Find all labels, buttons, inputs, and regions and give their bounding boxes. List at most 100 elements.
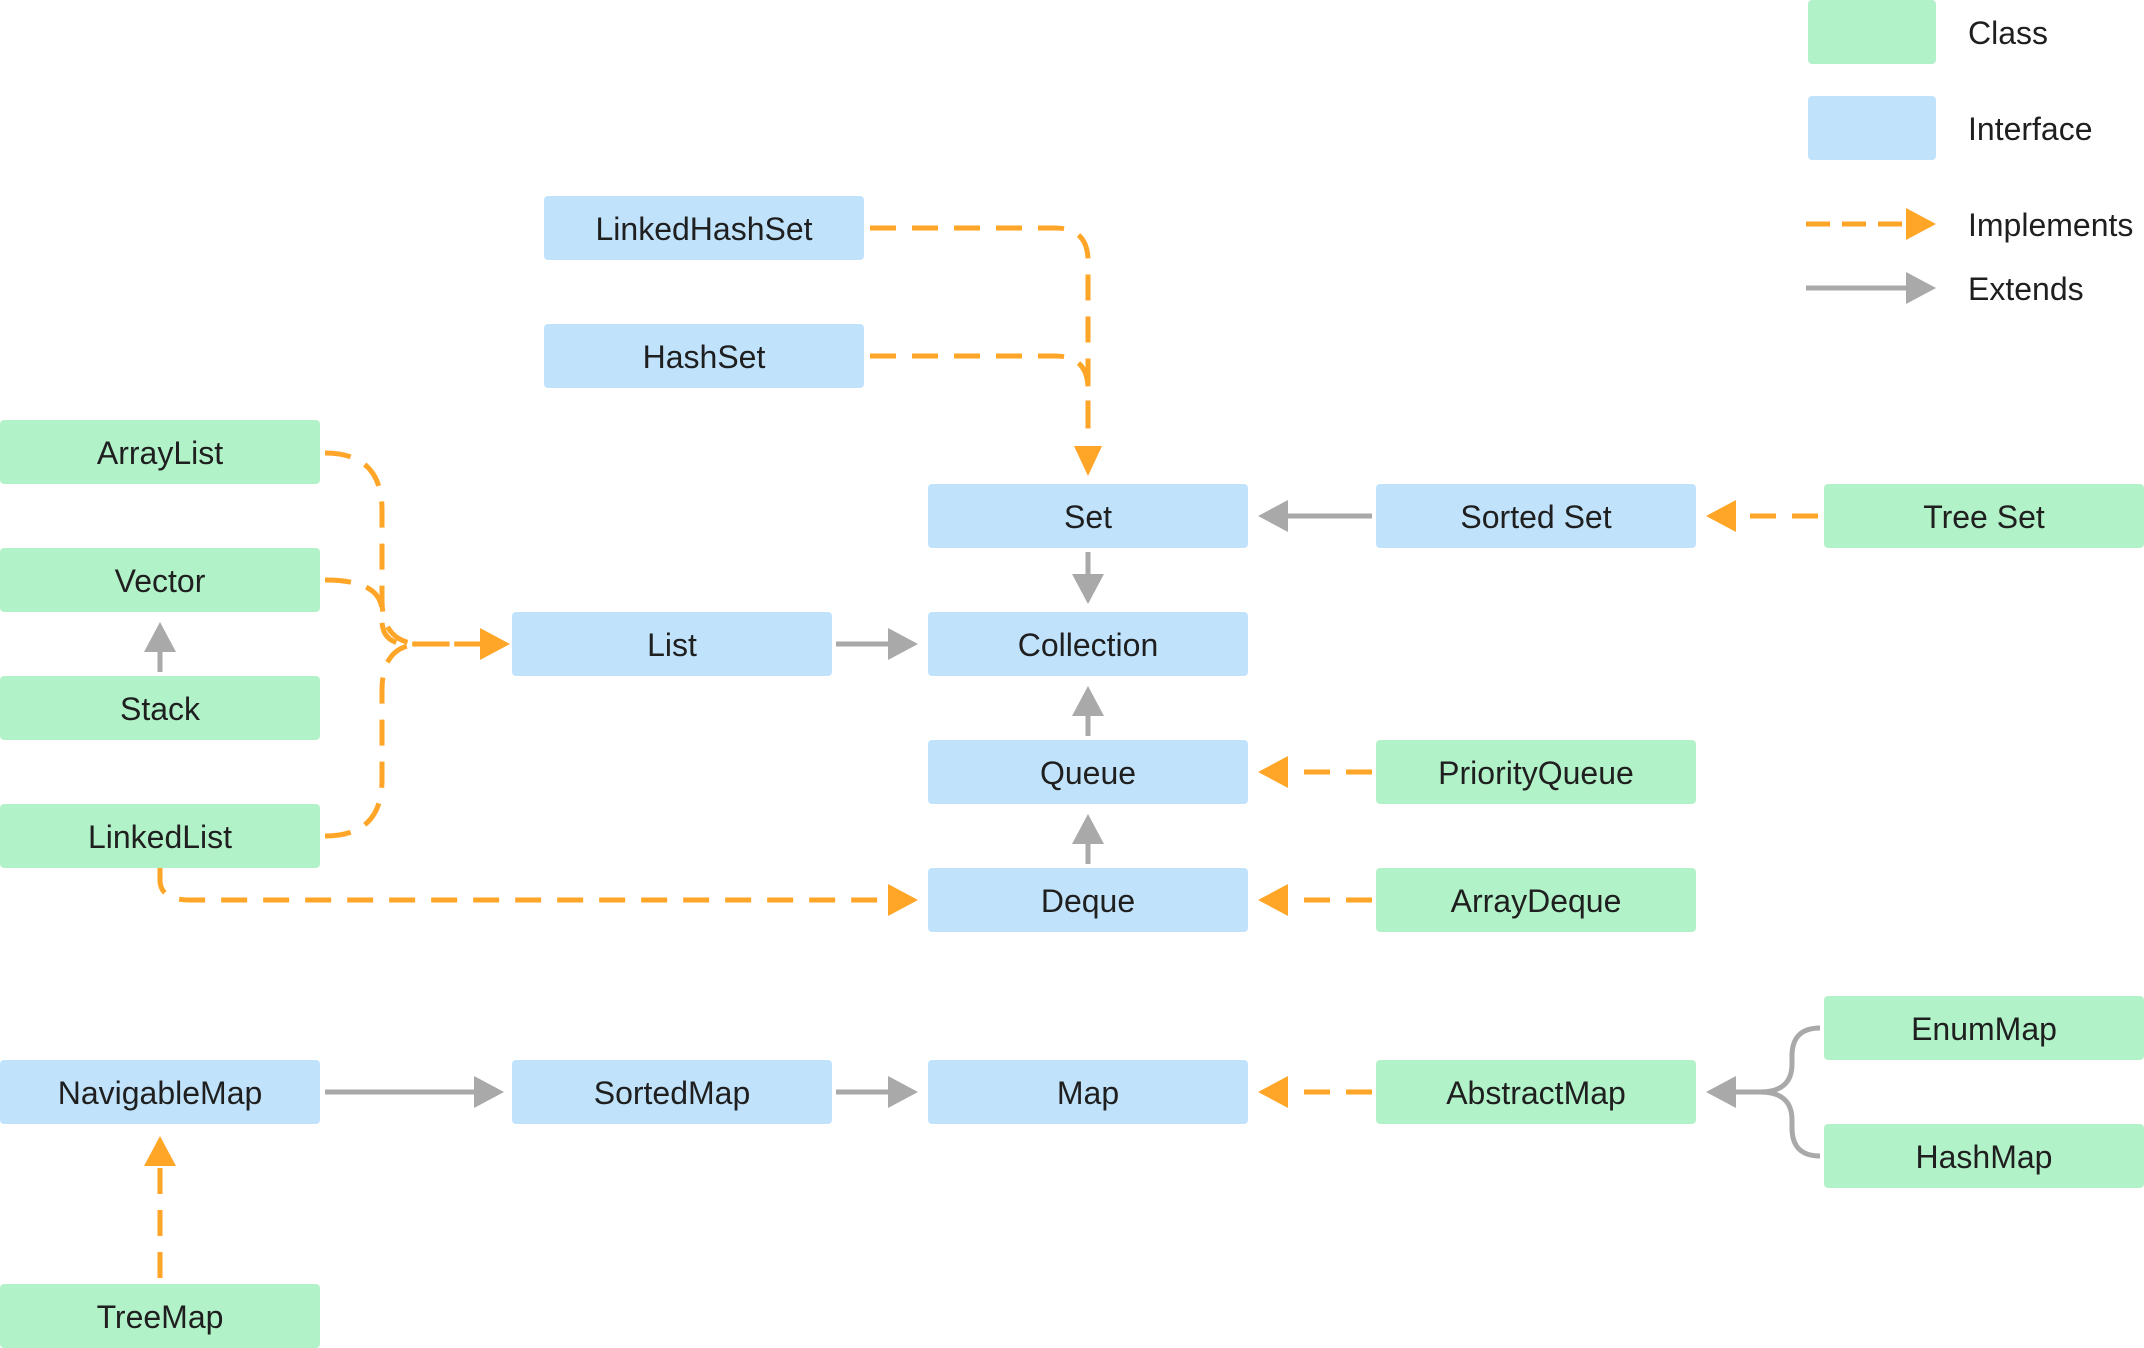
edge-arraylist-implements-list xyxy=(324,450,488,647)
node-label: LinkedList xyxy=(88,819,232,855)
node-label: NavigableMap xyxy=(58,1075,263,1111)
node-priorityqueue[interactable]: PriorityQueue xyxy=(1376,740,1696,804)
edge-hashmap-extends-abstractmap xyxy=(1730,1089,1821,1159)
node-arraylist[interactable]: ArrayList xyxy=(0,420,320,484)
node-label: List xyxy=(647,627,697,663)
node-label: AbstractMap xyxy=(1446,1075,1626,1111)
node-enummap[interactable]: EnumMap xyxy=(1824,996,2144,1060)
legend-class: Class xyxy=(1808,0,2048,64)
edge-arraydeque-deque-arrowhead xyxy=(1258,884,1288,916)
node-linkedlist[interactable]: LinkedList xyxy=(0,804,320,868)
node-box xyxy=(928,868,1248,932)
node-treeset[interactable]: Tree Set xyxy=(1824,484,2144,548)
legend-extends-label: Extends xyxy=(1968,271,2084,307)
legend-implements-arrowhead xyxy=(1906,208,1936,240)
node-navigablemap[interactable]: NavigableMap xyxy=(0,1060,320,1124)
node-label: LinkedHashSet xyxy=(595,211,812,247)
node-label: ArrayList xyxy=(97,435,223,471)
edge-queue-collection-arrowhead xyxy=(1072,686,1104,716)
node-label: HashSet xyxy=(643,339,766,375)
legend-extends: Extends xyxy=(1806,271,2084,307)
legend-class-swatch xyxy=(1808,0,1936,64)
node-label: Queue xyxy=(1040,755,1136,791)
node-list[interactable]: List xyxy=(512,612,832,676)
node-collection[interactable]: Collection xyxy=(928,612,1248,676)
edge-maps-abstractmap-arrowhead xyxy=(1706,1076,1736,1108)
legend-implements-label: Implements xyxy=(1968,207,2133,243)
edge-sortedmap-map-arrowhead xyxy=(888,1076,918,1108)
legend-interface-swatch xyxy=(1808,96,1936,160)
node-box xyxy=(0,804,320,868)
node-box xyxy=(544,324,864,388)
node-box xyxy=(544,196,864,260)
node-stack[interactable]: Stack xyxy=(0,676,320,740)
node-deque[interactable]: Deque xyxy=(928,868,1248,932)
legend-interface: Interface xyxy=(1808,96,2093,160)
node-arraydeque[interactable]: ArrayDeque xyxy=(1376,868,1696,932)
node-box xyxy=(1376,868,1696,932)
node-hashset[interactable]: HashSet xyxy=(544,324,864,388)
edge-linkedlist-implements-deque xyxy=(157,868,890,903)
node-linkedhashset[interactable]: LinkedHashSet xyxy=(544,196,864,260)
edge-set-collection-arrowhead xyxy=(1072,574,1104,604)
node-label: Sorted Set xyxy=(1460,499,1611,535)
node-box xyxy=(1376,1060,1696,1124)
node-abstractmap[interactable]: AbstractMap xyxy=(1376,1060,1696,1124)
node-box xyxy=(928,740,1248,804)
node-label: Map xyxy=(1057,1075,1119,1111)
edge-sortedset-set-arrowhead xyxy=(1258,500,1288,532)
edge-list-collection-arrowhead xyxy=(888,628,918,660)
node-sortedmap[interactable]: SortedMap xyxy=(512,1060,832,1124)
node-box xyxy=(512,1060,832,1124)
node-box xyxy=(0,676,320,740)
node-label: PriorityQueue xyxy=(1438,755,1634,791)
node-box xyxy=(928,484,1248,548)
node-box xyxy=(512,612,832,676)
node-label: Set xyxy=(1064,499,1112,535)
node-label: ArrayDeque xyxy=(1451,883,1622,919)
node-map[interactable]: Map xyxy=(928,1060,1248,1124)
node-label: Tree Set xyxy=(1923,499,2045,535)
node-box xyxy=(0,1060,320,1124)
node-box xyxy=(0,420,320,484)
edge-abstractmap-map-arrowhead xyxy=(1258,1076,1288,1108)
implements-edges xyxy=(144,225,1818,1278)
legend-extends-arrowhead xyxy=(1906,272,1936,304)
legend: Class Interface Implements Extends xyxy=(1806,0,2133,307)
edge-hashset-implements-set xyxy=(870,353,1091,436)
extends-edges xyxy=(144,500,1821,1159)
node-box xyxy=(1376,740,1696,804)
node-label: EnumMap xyxy=(1911,1011,2057,1047)
node-hashmap[interactable]: HashMap xyxy=(1824,1124,2144,1188)
legend-implements: Implements xyxy=(1806,207,2133,243)
edge-treemap-navigablemap-arrowhead xyxy=(144,1136,176,1166)
node-queue[interactable]: Queue xyxy=(928,740,1248,804)
edge-navigablemap-sortedmap-arrowhead xyxy=(474,1076,504,1108)
legend-interface-label: Interface xyxy=(1968,111,2093,147)
node-sortedset[interactable]: Sorted Set xyxy=(1376,484,1696,548)
edge-treeset-sortedset-arrowhead xyxy=(1706,500,1736,532)
node-label: Deque xyxy=(1041,883,1135,919)
edge-linkedhashset-implements-set xyxy=(870,225,1091,436)
node-box xyxy=(928,612,1248,676)
node-box xyxy=(1376,484,1696,548)
node-label: Collection xyxy=(1018,627,1159,663)
node-label: SortedMap xyxy=(594,1075,751,1111)
node-label: TreeMap xyxy=(97,1299,224,1335)
node-label: Stack xyxy=(120,691,201,727)
edge-vector-implements-list xyxy=(324,577,488,647)
node-treemap[interactable]: TreeMap xyxy=(0,1284,320,1348)
legend-class-label: Class xyxy=(1968,15,2048,51)
node-box xyxy=(1824,1124,2144,1188)
edge-linkedlist-deque-arrowhead xyxy=(888,884,918,916)
node-box xyxy=(1824,484,2144,548)
edge-linkedhashset-set-arrowhead xyxy=(1074,446,1102,476)
edge-priorityqueue-queue-arrowhead xyxy=(1258,756,1288,788)
node-vector[interactable]: Vector xyxy=(0,548,320,612)
node-box xyxy=(0,1284,320,1348)
node-set[interactable]: Set xyxy=(928,484,1248,548)
edge-deque-queue-arrowhead xyxy=(1072,814,1104,844)
edge-stack-vector-arrowhead xyxy=(144,622,176,652)
edge-linkedlist-implements-list xyxy=(324,641,488,839)
